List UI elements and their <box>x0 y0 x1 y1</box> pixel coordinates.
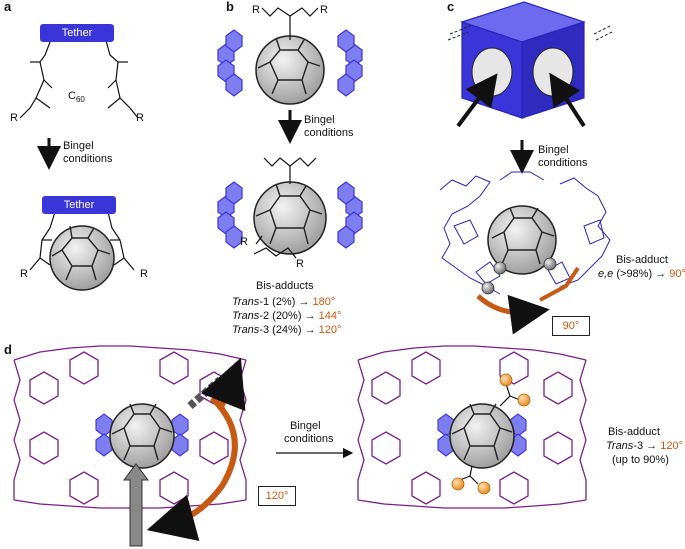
panel-b-bottom-cage <box>217 157 363 259</box>
panel-a-fullerene <box>49 225 115 291</box>
trans-angle-1: 180° <box>312 296 336 308</box>
trans3-angle-d: 120° <box>660 440 683 452</box>
trans-detail-3: -3 (24%) <box>259 324 302 336</box>
bis-adduct-heading-c: Bis-adduct <box>616 254 668 266</box>
trans-angle-3: 120° <box>318 324 342 336</box>
ee-angle: 90° <box>669 268 685 280</box>
panel-label-a: a <box>4 0 12 14</box>
panel-d-right-cage <box>357 345 587 509</box>
trans-arrow-1: → <box>298 296 310 308</box>
trans-angle-2: 144° <box>318 310 342 322</box>
angle-box-d: 120° <box>258 486 296 506</box>
trans3-name-d: Trans <box>606 440 634 452</box>
c60-label: C60 <box>68 90 85 106</box>
trans3-result-d: Trans-3 → 120° <box>606 440 683 453</box>
panel-label-c: c <box>447 0 455 14</box>
panel-d-left-fullerene <box>109 403 175 469</box>
c60-subscript: 60 <box>75 95 85 105</box>
trans-name-2: Trans <box>232 310 260 322</box>
tether-label-bottom: Tether <box>42 196 116 214</box>
panel-d-left-arrows <box>123 357 246 547</box>
ee-label: e,e <box>598 268 614 280</box>
tether-label-top: Tether <box>40 24 114 42</box>
bingel-label-d-line1: Bingel <box>290 420 321 432</box>
r-label-b4: R <box>296 258 304 270</box>
bingel-label-b-line2: conditions <box>304 127 354 139</box>
bis-adduct-heading-d: Bis-adduct <box>608 426 660 438</box>
ee-detail: (>98%) → <box>613 268 667 280</box>
bingel-label-d-line2: conditions <box>284 433 334 445</box>
trans-detail-2: -2 (20%) <box>259 310 302 322</box>
r-label-b1: R <box>252 4 260 16</box>
trans3-detail-d: -3 → <box>633 440 658 452</box>
r-label-a2: R <box>136 112 144 124</box>
trans-detail-1: -1 (2%) <box>259 296 296 308</box>
r-label-a3: R <box>20 268 28 280</box>
panel-b-top-cage <box>217 29 363 105</box>
panel-a-malonate-structure <box>19 36 139 119</box>
r-label-a1: R <box>10 112 18 124</box>
panel-d-right-fullerene <box>449 373 531 495</box>
trans-row-1: Trans-1 (2%) → 180° <box>232 296 335 309</box>
trans-name-3: Trans <box>232 324 260 336</box>
r-label-b3: R <box>240 236 248 248</box>
panel-label-d: d <box>4 342 12 357</box>
panel-c-cube <box>447 1 613 128</box>
trans-arrow-2: → <box>304 310 316 322</box>
panel-b-top-malonate <box>261 7 319 40</box>
angle-box-c: 90° <box>552 316 590 336</box>
bingel-label-c-line2: conditions <box>538 157 588 169</box>
panel-c-cage-framework <box>439 171 611 297</box>
bingel-label-c-line1: Bingel <box>538 144 569 156</box>
trans-name-1: Trans <box>232 296 260 308</box>
panel-a-adduct-bonds <box>29 211 135 271</box>
r-label-a4: R <box>140 268 148 280</box>
yield-d: (up to 90%) <box>612 454 669 466</box>
r-label-b2: R <box>320 4 328 16</box>
panel-label-b: b <box>226 0 234 14</box>
trans-arrow-3: → <box>304 324 316 336</box>
bingel-label-a-line2: conditions <box>63 153 113 165</box>
panel-c-fullerene <box>476 205 580 335</box>
c60-text: C <box>68 90 76 102</box>
bis-adducts-heading: Bis-adducts <box>256 280 314 292</box>
panel-d-left-porphyrins <box>95 413 189 457</box>
bingel-label-b-line1: Bingel <box>304 114 335 126</box>
trans-row-2: Trans-2 (20%) → 144° <box>232 310 341 323</box>
bingel-label-a-line1: Bingel <box>63 140 94 152</box>
trans-row-3: Trans-3 (24%) → 120° <box>232 324 341 337</box>
ee-result-c: e,e (>98%) → 90° <box>598 268 685 281</box>
